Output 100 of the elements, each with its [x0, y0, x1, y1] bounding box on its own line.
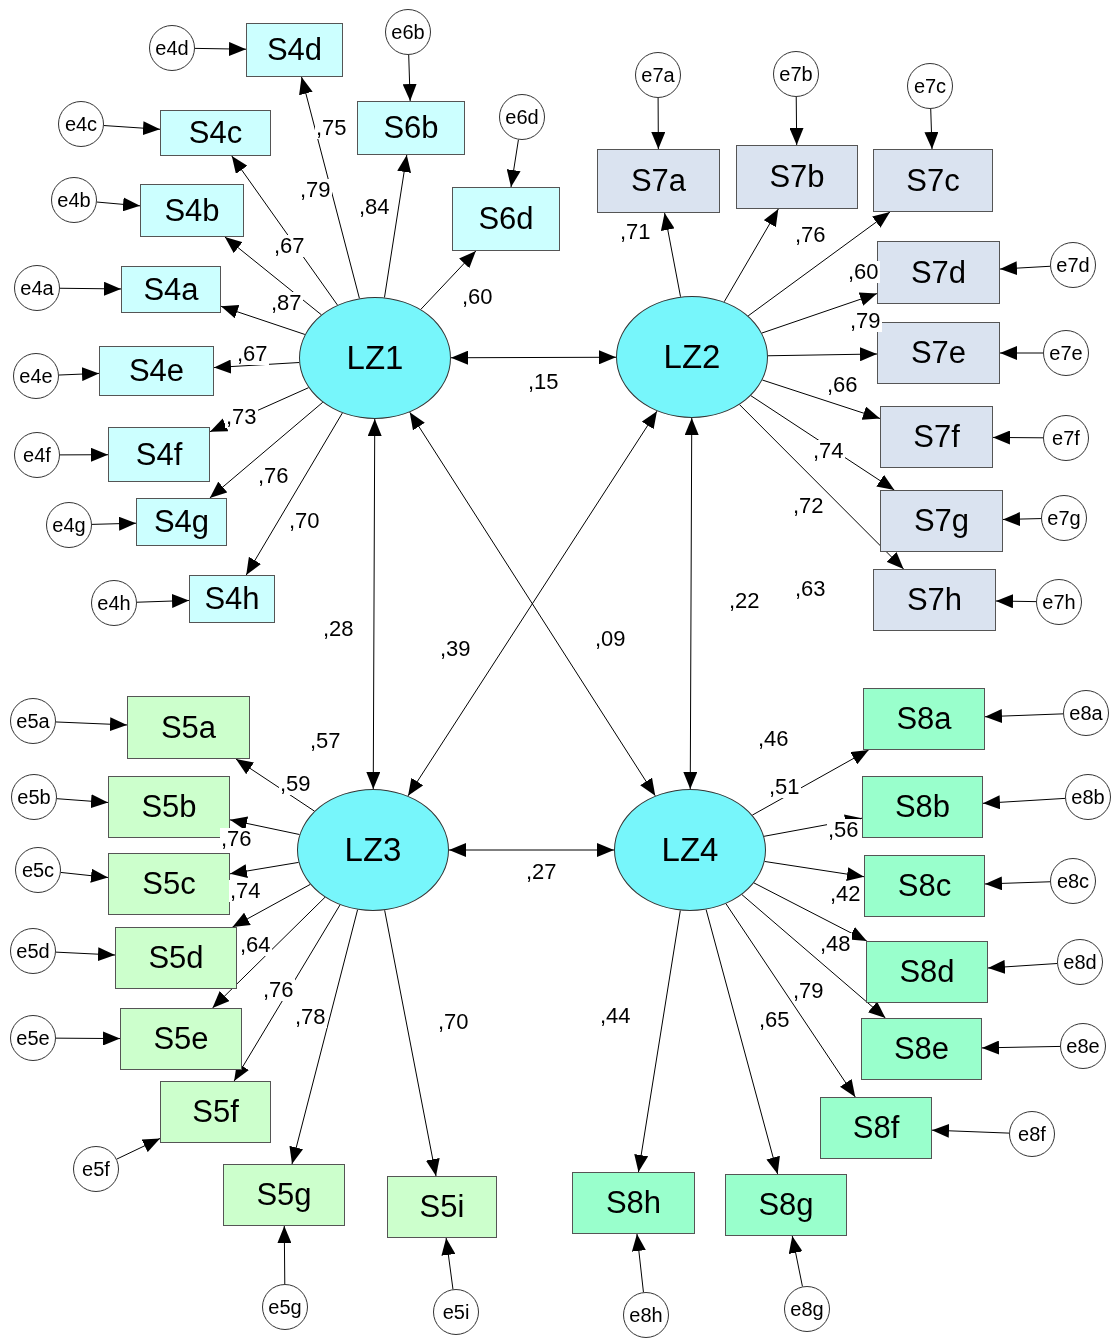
arrow — [984, 876, 1051, 891]
loading-value: ,64 — [239, 934, 272, 956]
arrow — [194, 41, 247, 56]
loading-value: ,60 — [461, 286, 494, 308]
arrow — [739, 404, 905, 570]
arrow — [705, 909, 780, 1175]
arrow — [982, 795, 1066, 810]
observed-variable-box: S8d — [866, 941, 988, 1003]
loading-value: ,78 — [294, 1006, 327, 1028]
loading-value: ,79 — [849, 310, 882, 332]
arrow — [788, 1235, 803, 1287]
arrow — [992, 430, 1044, 445]
arrow — [209, 401, 324, 499]
arrow — [441, 1237, 456, 1290]
arrow — [55, 1031, 121, 1046]
arrow — [213, 359, 300, 374]
loading-value: ,46 — [757, 728, 790, 750]
observed-variable-box: S5d — [115, 927, 237, 989]
observed-variable-box: S8f — [820, 1097, 932, 1159]
observed-variable-box: S4a — [121, 266, 221, 313]
error-term-circle: e7g — [1041, 495, 1087, 541]
arrow — [116, 1137, 161, 1160]
arrow — [999, 346, 1044, 360]
loading-value: ,76 — [262, 979, 295, 1001]
loading-value: ,76 — [794, 224, 827, 246]
error-term-circle: e6d — [499, 94, 545, 140]
error-term-circle: e7b — [773, 51, 819, 97]
observed-variable-box: S4g — [136, 498, 227, 546]
correlation-value: ,15 — [527, 371, 560, 393]
arrow — [60, 868, 109, 883]
arrow — [220, 305, 306, 335]
observed-variable-box: S4e — [99, 346, 214, 396]
arrow — [764, 860, 865, 882]
observed-variable-box: S4h — [189, 575, 275, 623]
error-term-circle: e8e — [1060, 1023, 1106, 1069]
error-term-circle: e5a — [10, 698, 56, 744]
loading-value: ,48 — [819, 933, 852, 955]
observed-variable-box: S7b — [736, 145, 858, 209]
correlation-value: ,28 — [322, 618, 355, 640]
error-term-circle: e5i — [433, 1289, 479, 1335]
latent-variable-ellipse: LZ2 — [616, 296, 768, 418]
error-term-circle: e8f — [1009, 1111, 1055, 1157]
loading-value: ,70 — [288, 510, 321, 532]
covariance-arrow — [366, 418, 382, 790]
arrow — [987, 959, 1058, 974]
observed-variable-box: S4b — [140, 184, 244, 237]
correlation-value: ,39 — [439, 638, 472, 660]
error-term-circle: e5f — [73, 1146, 119, 1192]
observed-variable-box: S6b — [357, 101, 465, 155]
arrow — [984, 709, 1064, 724]
observed-variable-box: S8a — [863, 688, 985, 750]
arrow — [299, 76, 360, 299]
observed-variable-box: S7g — [880, 490, 1003, 552]
arrow — [506, 139, 521, 188]
loading-value: ,74 — [229, 880, 262, 902]
covariance-arrow — [450, 350, 617, 365]
error-term-circle: e4c — [58, 101, 104, 147]
loading-value: ,75 — [315, 117, 348, 139]
arrow — [91, 516, 137, 531]
error-term-circle: e4f — [14, 432, 60, 478]
observed-variable-box: S5g — [223, 1164, 345, 1226]
observed-variable-box: S4f — [108, 427, 210, 482]
loading-value: ,59 — [279, 773, 312, 795]
arrow — [402, 54, 417, 102]
arrow — [245, 412, 343, 576]
error-term-circle: e7c — [907, 63, 953, 109]
arrow — [229, 816, 300, 835]
arrow — [651, 97, 666, 150]
observed-variable-box: S5c — [108, 853, 230, 915]
error-term-circle: e7h — [1036, 579, 1082, 625]
arrow — [931, 1123, 1010, 1138]
error-term-circle: e8b — [1065, 774, 1111, 820]
observed-variable-box: S8h — [572, 1172, 695, 1234]
loading-value: ,63 — [794, 578, 827, 600]
arrow — [59, 447, 109, 462]
observed-variable-box: S8c — [864, 855, 985, 917]
loading-value: ,76 — [220, 828, 253, 850]
arrow — [96, 197, 141, 212]
arrow — [924, 108, 939, 150]
error-term-circle: e7e — [1043, 330, 1089, 376]
loading-value: ,67 — [236, 343, 269, 365]
arrow — [103, 121, 161, 136]
arrow — [761, 379, 881, 420]
error-term-circle: e8c — [1050, 858, 1096, 904]
error-term-circle: e4h — [91, 580, 137, 626]
error-term-circle: e8h — [623, 1292, 669, 1338]
loading-value: ,70 — [437, 1011, 470, 1033]
error-term-circle: e8d — [1057, 939, 1103, 985]
arrow — [136, 594, 190, 609]
error-term-circle: e4b — [51, 177, 97, 223]
covariance-arrow — [448, 843, 615, 857]
arrow — [761, 292, 878, 334]
loading-value: ,56 — [827, 819, 860, 841]
loading-value: ,65 — [758, 1009, 791, 1031]
arrow — [289, 909, 359, 1165]
arrow — [384, 909, 440, 1177]
arrow — [723, 208, 779, 303]
observed-variable-box: S4c — [160, 110, 271, 156]
loading-value: ,87 — [270, 292, 303, 314]
arrow — [277, 1225, 292, 1285]
